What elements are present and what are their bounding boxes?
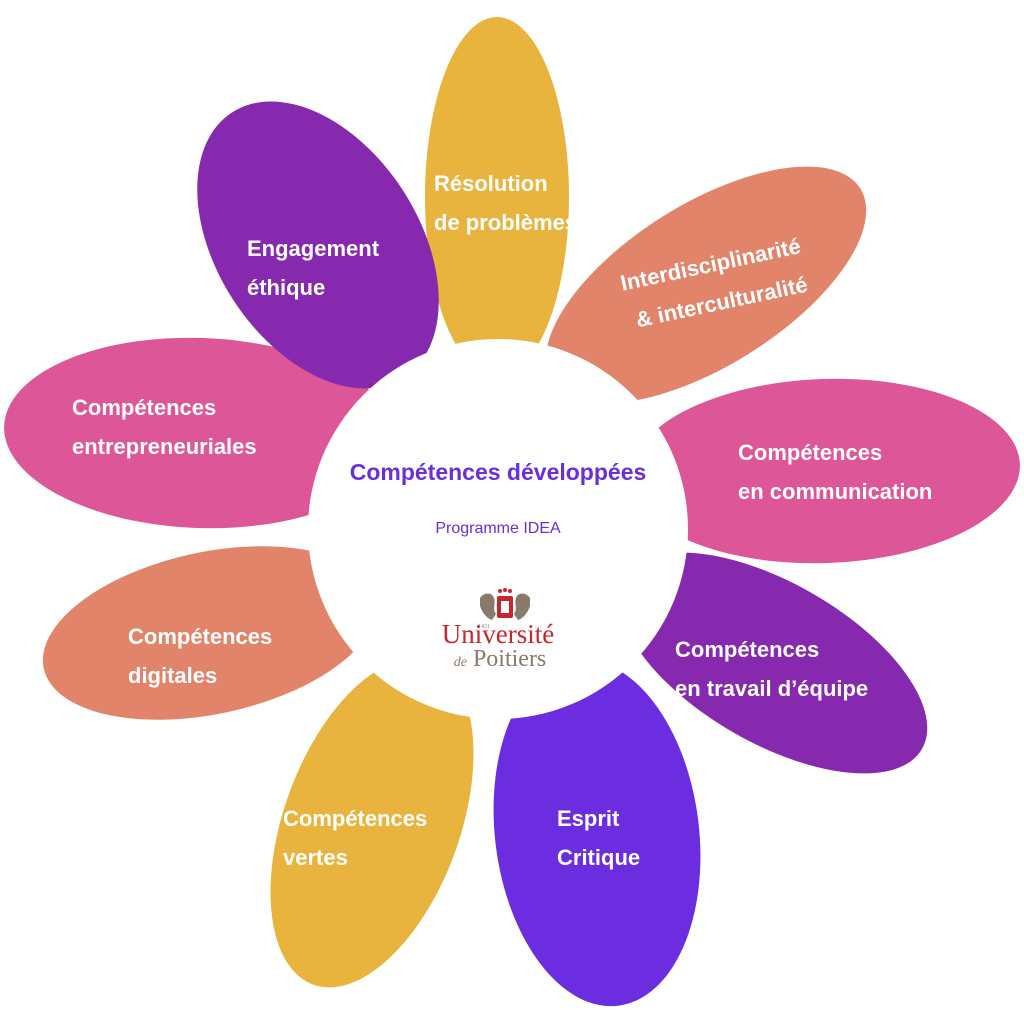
petal-label-line: Compétences	[738, 440, 882, 465]
petal-label-line: entrepreneuriales	[72, 434, 257, 459]
petal-label-line: Compétences	[72, 395, 216, 420]
petal-travail-equipe-label: Compétences en travail d’équipe	[675, 637, 868, 701]
petal-label-line: Engagement	[247, 236, 380, 261]
petal-competences-vertes-label: Compétences vertes	[283, 806, 433, 870]
petal-label-line: en travail d’équipe	[675, 676, 868, 701]
petal-entrepreneuriales-shape	[4, 337, 396, 529]
petal-label-line: Compétences	[283, 806, 427, 831]
center-title: Compétences développées	[350, 459, 647, 485]
petal-entrepreneuriales-label: Compétences entrepreneuriales	[72, 395, 257, 459]
petal-competences-digitales-shape	[42, 546, 378, 720]
petal-communication-shape	[630, 378, 1020, 564]
petal-engagement-ethique-label: Engagement éthique	[247, 236, 385, 300]
petal-resolution-problemes-label: Résolution de problèmes	[434, 171, 577, 235]
petal-competences-digitales-label: Compétences digitales	[128, 624, 278, 688]
petal-esprit-critique-shape	[493, 659, 701, 1007]
petal-interdisciplinarite-shape	[545, 166, 867, 404]
petal-label-line: vertes	[283, 845, 348, 870]
petal-label-line: digitales	[128, 663, 217, 688]
petal-communication-label: Compétences en communication	[738, 440, 932, 504]
universite-poitiers-logo: 1431 Université de Poitiers	[442, 588, 554, 672]
coat-of-arms-icon: 1431	[478, 588, 530, 630]
petal-label-line: en communication	[738, 479, 932, 504]
logo-year: 1431	[478, 624, 490, 630]
petal-competences-vertes-shape	[270, 658, 474, 988]
logo-poitiers-line: de Poitiers	[454, 646, 547, 672]
logo-poitiers-word: Poitiers	[473, 646, 546, 672]
center-subtitle: Programme IDEA	[435, 520, 561, 537]
center-circle	[308, 339, 688, 719]
petal-travail-equipe-shape	[618, 552, 928, 774]
petal-engagement-ethique-shape	[197, 101, 439, 389]
petal-label-line: Résolution	[434, 171, 548, 196]
logo-university-word: Université	[442, 619, 554, 649]
petals	[4, 17, 1020, 1007]
petal-label-line: éthique	[247, 275, 325, 300]
petal-label-line: de problèmes	[434, 210, 577, 235]
logo-de-prefix: de	[454, 655, 467, 670]
petal-label-line: Critique	[557, 845, 640, 870]
petal-esprit-critique-label: Esprit Critique	[557, 806, 640, 870]
petal-resolution-problemes-shape	[425, 17, 569, 377]
petal-label-line: Esprit	[557, 806, 620, 831]
petal-label-line: Compétences	[675, 637, 819, 662]
petal-label-line: Compétences	[128, 624, 272, 649]
